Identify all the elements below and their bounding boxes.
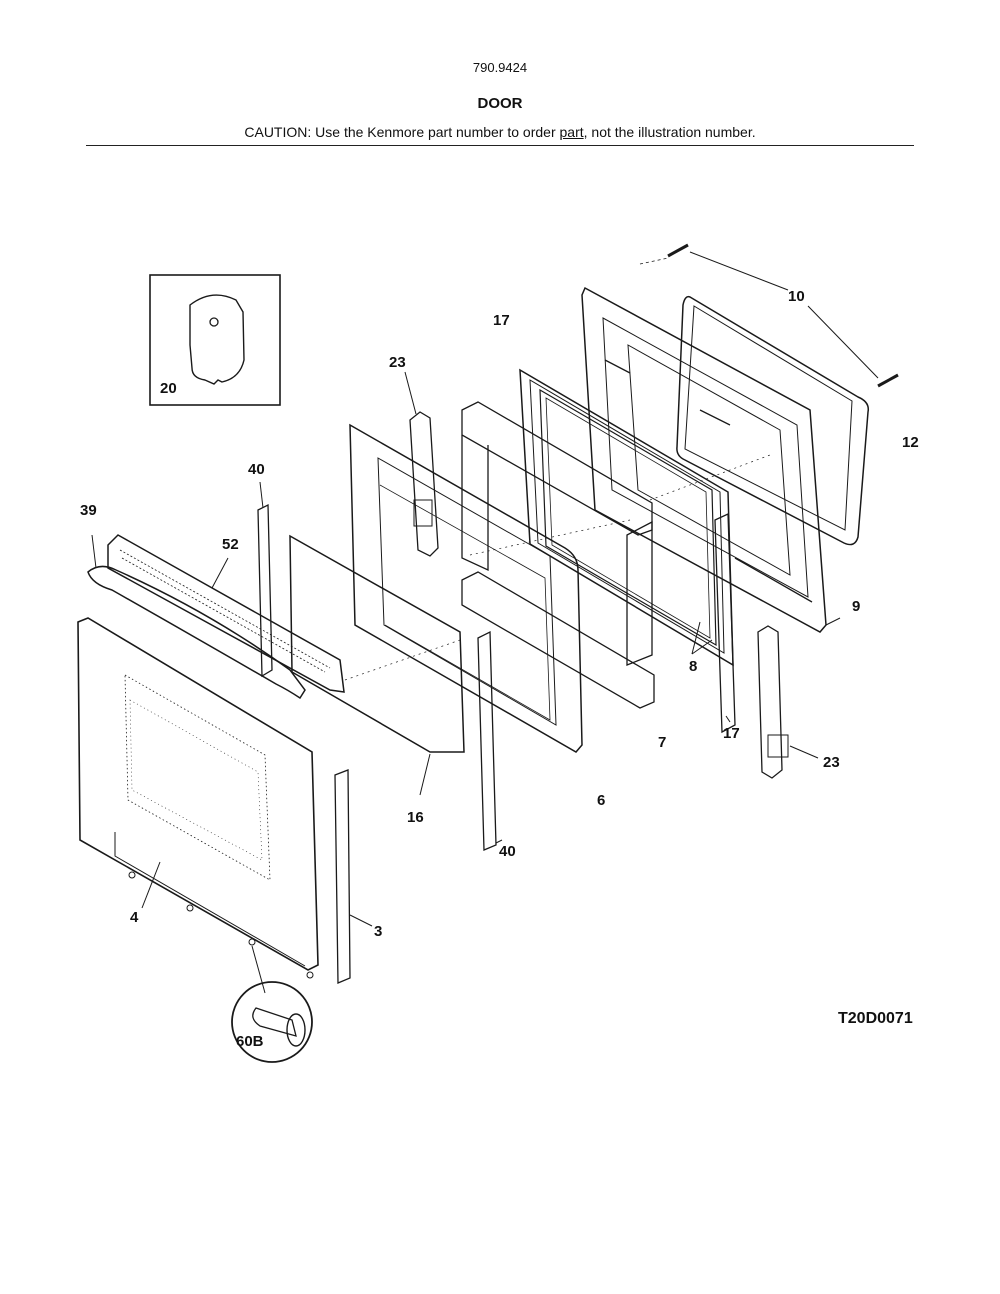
part-40-bracket-left — [257, 481, 273, 678]
callout-8: 8 — [689, 658, 697, 675]
callout-9: 9 — [852, 598, 860, 615]
model-number: 790.9424 — [472, 60, 528, 75]
part-7-insulation — [461, 401, 655, 709]
part-8-glass — [539, 388, 717, 655]
callout-17-bottom: 17 — [723, 725, 740, 742]
part-16-glass-pane — [289, 534, 465, 796]
part-6-liner — [349, 423, 583, 753]
callout-16: 16 — [407, 809, 424, 826]
callout-39: 39 — [80, 502, 97, 519]
callout-17-top: 17 — [493, 312, 510, 329]
part-9-inner-panel — [581, 286, 841, 633]
callout-20: 20 — [160, 380, 177, 397]
callout-52: 52 — [222, 536, 239, 553]
callout-7: 7 — [658, 734, 666, 751]
callout-23-top: 23 — [389, 354, 406, 371]
part-17-side-strip — [714, 512, 736, 734]
part-40-bracket-right — [477, 630, 503, 851]
caution-text-end: , not the illustration number. — [583, 124, 756, 140]
part-4-outer-panel — [77, 617, 319, 971]
callout-3: 3 — [374, 923, 382, 940]
callout-40-top: 40 — [248, 461, 265, 478]
page-title: DOOR — [477, 95, 523, 112]
caution-text-start: CAUTION: Use the Kenmore part number to … — [244, 124, 560, 140]
callout-23-bottom: 23 — [823, 754, 840, 771]
part-39-handle — [87, 534, 306, 700]
part-23-hinge-right — [757, 625, 819, 779]
callout-4: 4 — [130, 909, 139, 926]
callout-6: 6 — [597, 792, 605, 809]
drawing-code: T20D0071 — [838, 1010, 913, 1027]
callout-40-bottom: 40 — [499, 843, 516, 860]
part-60b-screws — [128, 871, 314, 1063]
part-10-screws — [639, 243, 899, 388]
caution-note: CAUTION: Use the Kenmore part number to … — [0, 124, 1000, 140]
callout-60b: 60B — [236, 1033, 264, 1050]
part-52-vent-trim — [107, 534, 345, 693]
caution-underlined-word: part — [559, 124, 584, 140]
part-3-side-trim — [334, 769, 373, 984]
part-23-hinge-left — [404, 371, 439, 557]
header-divider — [86, 145, 914, 146]
callout-10: 10 — [788, 288, 805, 305]
part-12-gasket — [676, 295, 870, 546]
projection-lines — [344, 454, 771, 681]
callout-12: 12 — [902, 434, 919, 451]
inset-part-20 — [149, 274, 281, 406]
